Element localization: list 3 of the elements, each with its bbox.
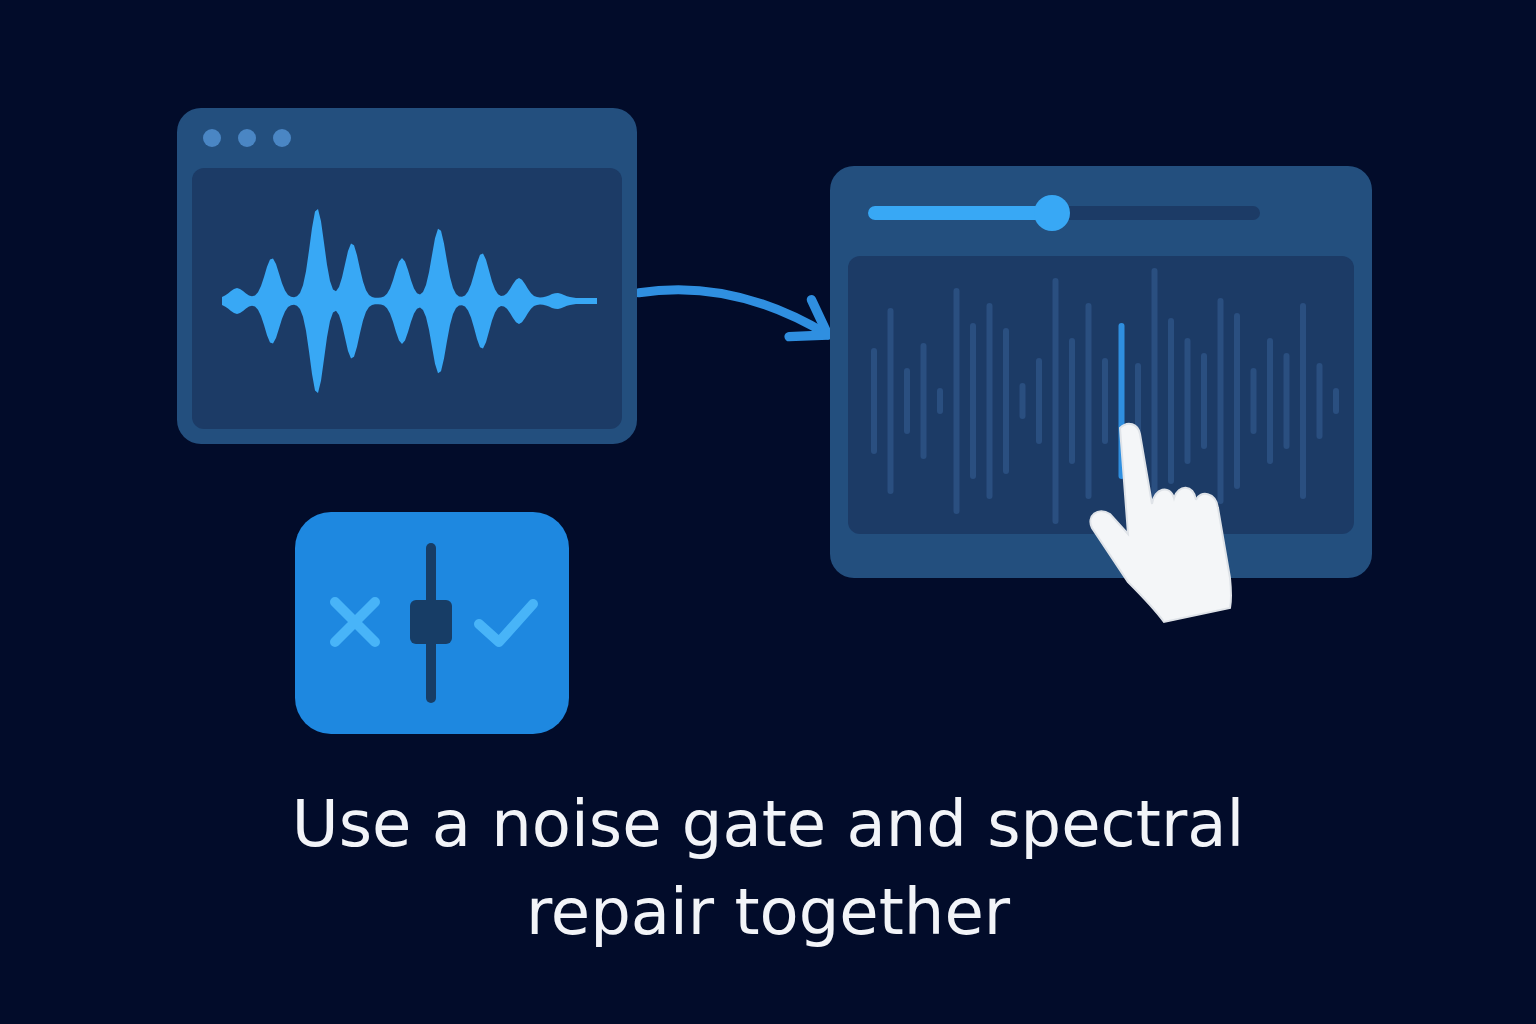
spectral-editor-picture xyxy=(830,166,1372,578)
caption: Use a noise gate and spectral repair together xyxy=(290,786,1246,951)
waveform-window-picture xyxy=(177,108,637,444)
